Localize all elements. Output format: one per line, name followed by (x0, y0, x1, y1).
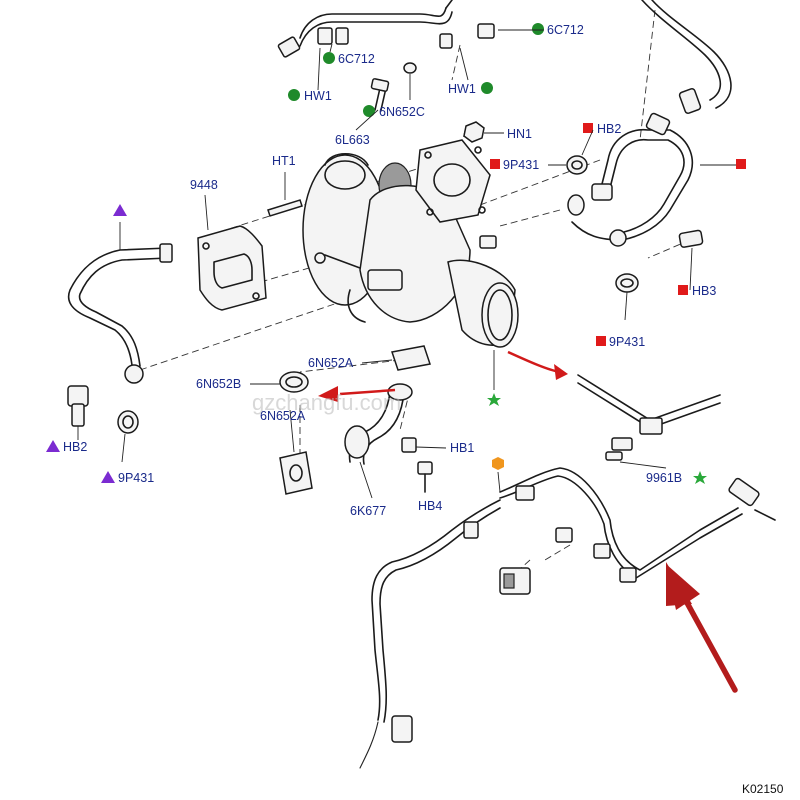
label-hn1: HN1 (507, 127, 532, 141)
label-ht1: HT1 (272, 154, 296, 168)
oil-return-pipe-top-right (641, 0, 732, 114)
turbocharger (302, 139, 519, 348)
coolant-pipe-right (571, 112, 704, 248)
label-6c712-top: 6C712 (547, 23, 584, 37)
orange-hexagon-marker (492, 457, 504, 470)
label-leaders (250, 29, 736, 390)
oil-feed-pipe-top (277, 0, 495, 58)
label-6n652c: 6N652C (379, 105, 425, 119)
label-hw1-left: HW1 (304, 89, 332, 103)
markers (46, 23, 746, 484)
green-star-marker (487, 393, 501, 406)
purple-triangle-marker (101, 471, 115, 483)
bolt-hb1 (401, 437, 447, 453)
label-6n652b: 6N652B (196, 377, 241, 391)
label-hb3: HB3 (692, 284, 716, 298)
purple-triangle-marker (46, 440, 60, 452)
label-6c712-left: 6C712 (338, 52, 375, 66)
watermark-text: gzchangfu.com (252, 390, 401, 415)
banjo-bolt-hb2-left (67, 385, 89, 440)
label-9p431-right: 9P431 (609, 335, 645, 349)
label-hw1-right: HW1 (448, 82, 476, 96)
label-6l663: 6L663 (335, 133, 370, 147)
washer-9p431-left (117, 410, 139, 463)
stud-6l663 (370, 62, 417, 111)
red-arrow-gasket (318, 386, 396, 402)
big-red-arrow (666, 562, 738, 693)
sensor-bracket-9961b (577, 374, 721, 469)
washers-right (566, 155, 639, 321)
gasket-9448 (197, 194, 267, 311)
red-square-marker (596, 336, 606, 346)
label-9p431-top: 9P431 (503, 158, 539, 172)
red-square-marker (583, 123, 593, 133)
purple-triangle-marker (113, 204, 127, 216)
bolt-hb4 (417, 461, 433, 493)
label-6k677: 6K677 (350, 504, 386, 518)
label-6n652a-lower: 6N652A (260, 409, 306, 423)
figure-code: K02150 (742, 782, 784, 796)
red-square-marker (736, 159, 746, 169)
green-dot-marker (532, 23, 544, 35)
stud-ht1 (267, 172, 303, 217)
red-square-marker (490, 159, 500, 169)
coolant-pipe-left (67, 222, 173, 384)
label-hb2-top: HB2 (597, 122, 621, 136)
green-dot-marker (481, 82, 493, 94)
green-dot-marker (363, 105, 375, 117)
nut-hn1 (463, 121, 504, 143)
label-6n652a-upper: 6N652A (308, 356, 354, 370)
outlet-pipe-6k677 (279, 345, 431, 499)
label-hb2-left: HB2 (63, 440, 87, 454)
label-9961b: 9961B (646, 471, 682, 485)
label-hb1: HB1 (450, 441, 474, 455)
label-hb4: HB4 (418, 499, 442, 513)
part-labels: 6C712 6C712 HW1 HW1 6N652C 6L663 HN1 HB2… (63, 23, 716, 518)
green-dot-marker (323, 52, 335, 64)
green-star-marker (693, 471, 707, 484)
wiring-harness (359, 467, 776, 769)
red-square-marker (678, 285, 688, 295)
green-dot-marker (288, 89, 300, 101)
label-9p431-left: 9P431 (118, 471, 154, 485)
red-arrow-sensor (507, 350, 568, 380)
label-9448: 9448 (190, 178, 218, 192)
